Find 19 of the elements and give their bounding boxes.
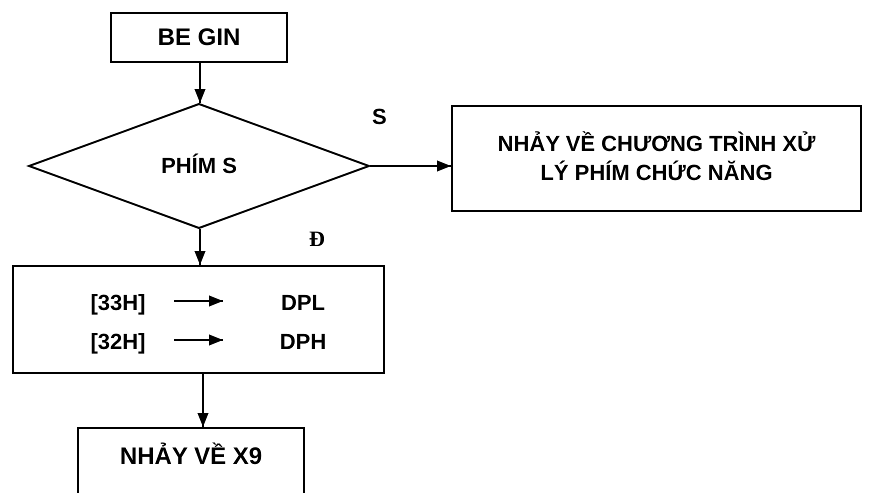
arrow [194,63,206,103]
decision-text: PHÍM S [161,152,237,180]
decision-diamond [28,103,370,229]
register-label: [33H] [90,288,146,317]
arrow [370,160,451,172]
arrow [197,374,209,427]
process-box [12,265,385,374]
register-label: DPL [281,288,325,317]
box-text: NHẢY VỀ X9 [120,442,262,472]
process-box [451,105,862,212]
process-box [110,12,288,63]
box-text: BE GIN [158,22,240,53]
arrow [174,334,223,346]
register-label: [32H] [90,328,146,356]
register-label: DPH [280,328,326,356]
arrow [194,229,206,265]
arrow [174,295,223,307]
box-text: NHẢY VỀ CHƯƠNG TRÌNH XỬ LÝ PHÍM CHỨC NĂNG [496,130,816,186]
process-box [77,427,305,493]
